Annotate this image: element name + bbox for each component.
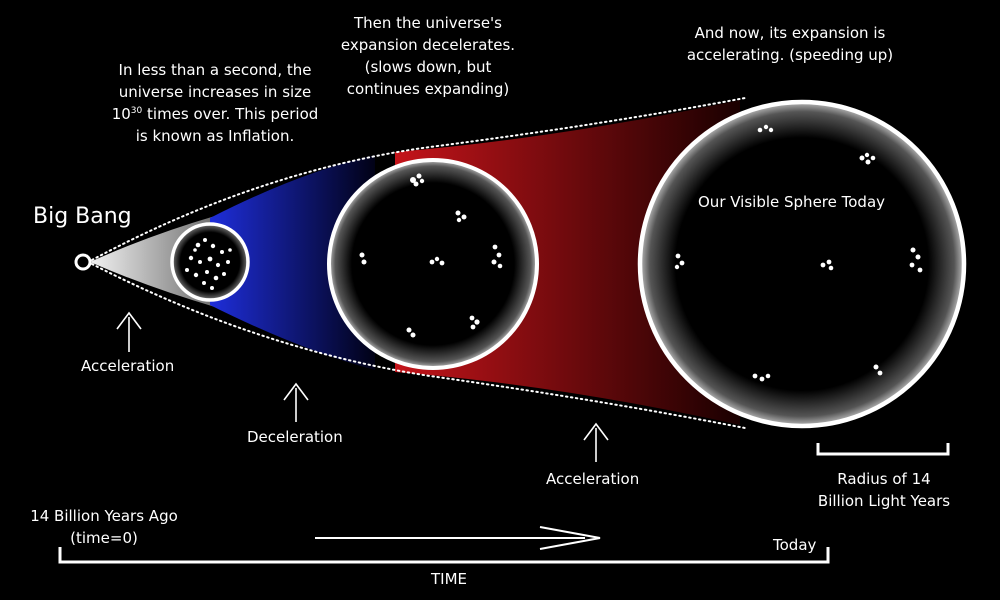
acceleration-label-2: Acceleration bbox=[546, 470, 640, 488]
deceleration-label: Deceleration bbox=[247, 428, 343, 446]
sphere-today bbox=[637, 99, 967, 429]
up-arrow-deceleration bbox=[283, 382, 309, 422]
sphere-inflation bbox=[170, 222, 250, 302]
time-bracket bbox=[58, 547, 830, 564]
visible-sphere-label: Our Visible Sphere Today bbox=[698, 193, 886, 211]
radius-bracket bbox=[816, 443, 950, 456]
radius-caption: Radius of 14 Billion Light Years bbox=[817, 470, 951, 510]
today-label: Today bbox=[773, 536, 817, 554]
up-arrow-acceleration-1 bbox=[116, 311, 142, 352]
big-bang-point bbox=[74, 253, 92, 271]
up-arrow-acceleration-2 bbox=[583, 422, 609, 462]
expansion-boundary-bottom bbox=[91, 263, 746, 429]
time-start-caption: 14 Billion Years Ago (time=0) bbox=[30, 507, 178, 547]
expansion-boundary-top bbox=[91, 97, 746, 261]
inflation-caption: In less than a second, the universe incr… bbox=[111, 61, 319, 145]
time-label: TIME bbox=[431, 570, 468, 588]
acceleration-label-1: Acceleration bbox=[81, 357, 175, 375]
deceleration-caption: Then the universe's expansion decelerate… bbox=[340, 14, 516, 98]
time-arrow bbox=[315, 526, 601, 550]
acceleration-now-caption: And now, its expansion is accelerating. … bbox=[686, 24, 894, 64]
big-bang-label: Big Bang bbox=[33, 204, 132, 229]
sphere-deceleration bbox=[327, 158, 539, 370]
deceleration-band bbox=[210, 155, 375, 370]
